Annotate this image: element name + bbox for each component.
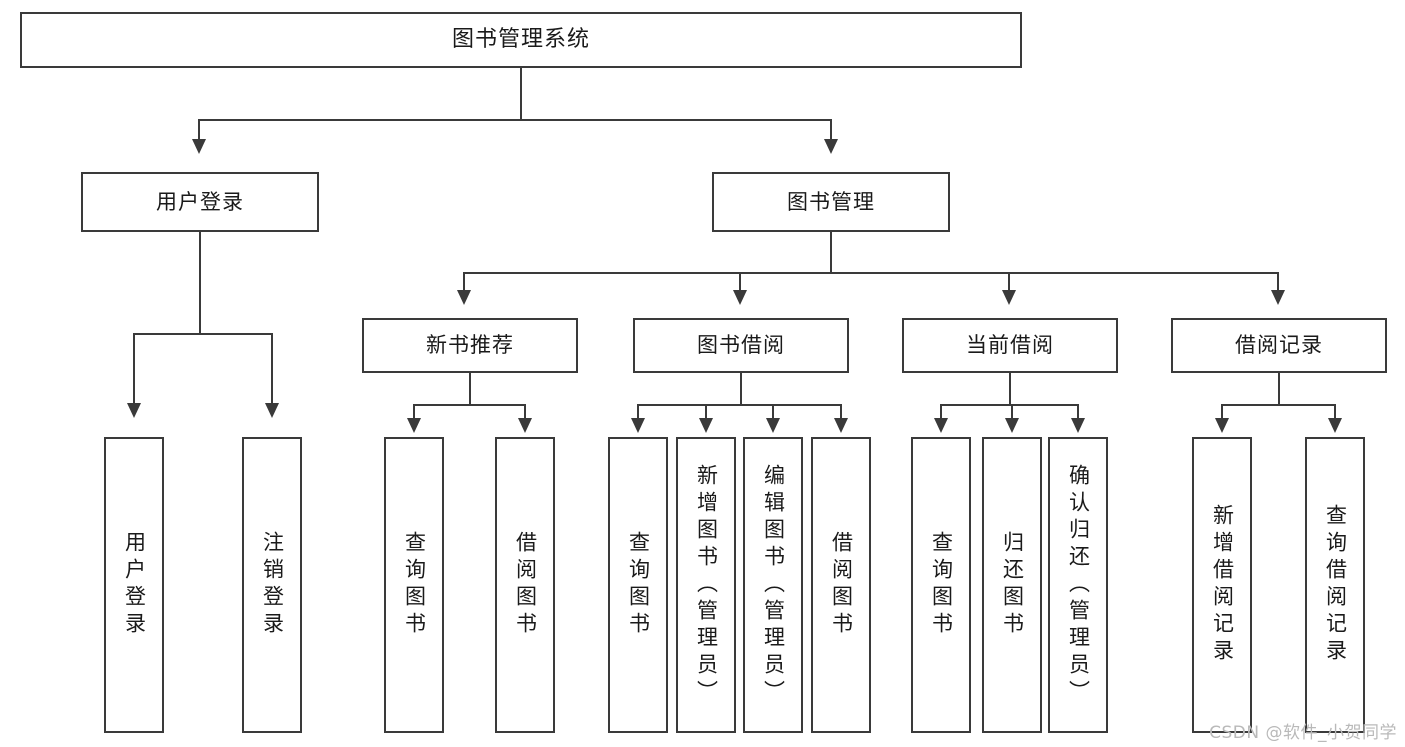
node-leaf-query-book-2[interactable]: 查询图书 (608, 437, 668, 733)
connector-drop-add-book (705, 404, 707, 420)
node-leaf-logout-login[interactable]: 注销登录 (242, 437, 302, 733)
node-label: 图书借阅 (697, 333, 785, 357)
connector-new-book-recommend-stem (469, 373, 471, 405)
arrowhead-current-borrow (1002, 290, 1016, 305)
node-leaf-borrow-book-1[interactable]: 借阅图书 (495, 437, 555, 733)
node-label: 查询图书 (402, 531, 427, 639)
connector-drop-leaf-user-login (133, 333, 135, 405)
connector-drop-add-record (1221, 404, 1223, 420)
connector-root-stem (520, 68, 522, 120)
arrowhead-borrow-record (1271, 290, 1285, 305)
arrowhead-leaf-user-login (127, 403, 141, 418)
node-book-management[interactable]: 图书管理 (712, 172, 950, 232)
arrowhead-book-borrow (733, 290, 747, 305)
connector-drop-query-book-1 (413, 404, 415, 420)
arrowhead-user-login (192, 139, 206, 154)
node-label: 新书推荐 (426, 333, 514, 357)
connector-user-login-bus (133, 333, 273, 335)
arrowhead-return-book (1005, 418, 1019, 433)
arrowhead-new-book-recommend (457, 290, 471, 305)
node-label: 借阅记录 (1235, 333, 1323, 357)
connector-level3-bus (463, 272, 1279, 274)
connector-current-borrow-bus (940, 404, 1079, 406)
node-leaf-query-record[interactable]: 查询借阅记录 (1305, 437, 1365, 733)
node-root-book-management-system[interactable]: 图书管理系统 (20, 12, 1022, 68)
connector-current-borrow-stem (1009, 373, 1011, 405)
node-label: 借阅图书 (513, 531, 538, 639)
node-leaf-add-book[interactable]: 新增图书（管理员） (676, 437, 736, 733)
connector-drop-book-manage (830, 119, 832, 141)
node-label: 查询借阅记录 (1323, 504, 1348, 666)
node-label: 用户登录 (122, 531, 147, 639)
connector-drop-query-book-2 (637, 404, 639, 420)
node-label: 归还图书 (1000, 531, 1025, 639)
node-borrow-record[interactable]: 借阅记录 (1171, 318, 1387, 373)
node-label: 当前借阅 (966, 333, 1054, 357)
connector-drop-borrow-book-1 (524, 404, 526, 420)
arrowhead-query-record (1328, 418, 1342, 433)
arrowhead-book-manage (824, 139, 838, 154)
connector-borrow-record-stem (1278, 373, 1280, 405)
node-label: 确认归还（管理员） (1066, 463, 1091, 707)
arrowhead-borrow-book-2 (834, 418, 848, 433)
connector-drop-query-book-3 (940, 404, 942, 420)
arrowhead-query-book-1 (407, 418, 421, 433)
node-leaf-user-login[interactable]: 用户登录 (104, 437, 164, 733)
node-user-login[interactable]: 用户登录 (81, 172, 319, 232)
connector-new-book-recommend-bus (413, 404, 526, 406)
connector-drop-borrow-record (1277, 272, 1279, 292)
node-label: 图书管理系统 (451, 27, 590, 52)
node-leaf-query-book-1[interactable]: 查询图书 (384, 437, 444, 733)
node-label: 用户登录 (156, 189, 244, 214)
node-leaf-query-book-3[interactable]: 查询图书 (911, 437, 971, 733)
node-label: 借阅图书 (829, 531, 854, 639)
connector-level2-bus (198, 119, 832, 121)
node-label: 编辑图书（管理员） (761, 463, 786, 707)
arrowhead-query-book-3 (934, 418, 948, 433)
arrowhead-leaf-logout (265, 403, 279, 418)
node-new-book-recommend[interactable]: 新书推荐 (362, 318, 578, 373)
connector-drop-user-login (198, 119, 200, 141)
node-label: 新增图书（管理员） (694, 463, 719, 707)
node-label: 新增借阅记录 (1210, 504, 1235, 666)
node-leaf-borrow-book-2[interactable]: 借阅图书 (811, 437, 871, 733)
node-label: 注销登录 (260, 531, 285, 639)
node-label: 查询图书 (626, 531, 651, 639)
node-label: 图书管理 (787, 189, 875, 214)
connector-drop-book-borrow (739, 272, 741, 292)
connector-drop-return-book (1011, 404, 1013, 420)
node-leaf-confirm-return[interactable]: 确认归还（管理员） (1048, 437, 1108, 733)
connector-drop-edit-book (772, 404, 774, 420)
connector-drop-current-borrow (1008, 272, 1010, 292)
node-label: 查询图书 (929, 531, 954, 639)
connector-drop-leaf-logout (271, 333, 273, 405)
arrowhead-add-record (1215, 418, 1229, 433)
connector-drop-confirm-return (1077, 404, 1079, 420)
connector-book-borrow-bus (637, 404, 842, 406)
connector-drop-borrow-book-2 (840, 404, 842, 420)
connector-drop-new-book-recommend (463, 272, 465, 292)
node-book-borrow[interactable]: 图书借阅 (633, 318, 849, 373)
node-leaf-add-record[interactable]: 新增借阅记录 (1192, 437, 1252, 733)
arrowhead-query-book-2 (631, 418, 645, 433)
node-leaf-return-book[interactable]: 归还图书 (982, 437, 1042, 733)
arrowhead-add-book (699, 418, 713, 433)
connector-book-manage-stem (830, 232, 832, 274)
node-current-borrow[interactable]: 当前借阅 (902, 318, 1118, 373)
arrowhead-edit-book (766, 418, 780, 433)
connector-drop-query-record (1334, 404, 1336, 420)
node-leaf-edit-book[interactable]: 编辑图书（管理员） (743, 437, 803, 733)
connector-borrow-record-bus (1221, 404, 1336, 406)
connector-user-login-stem (199, 232, 201, 334)
arrowhead-confirm-return (1071, 418, 1085, 433)
arrowhead-borrow-book-1 (518, 418, 532, 433)
connector-book-borrow-stem (740, 373, 742, 405)
